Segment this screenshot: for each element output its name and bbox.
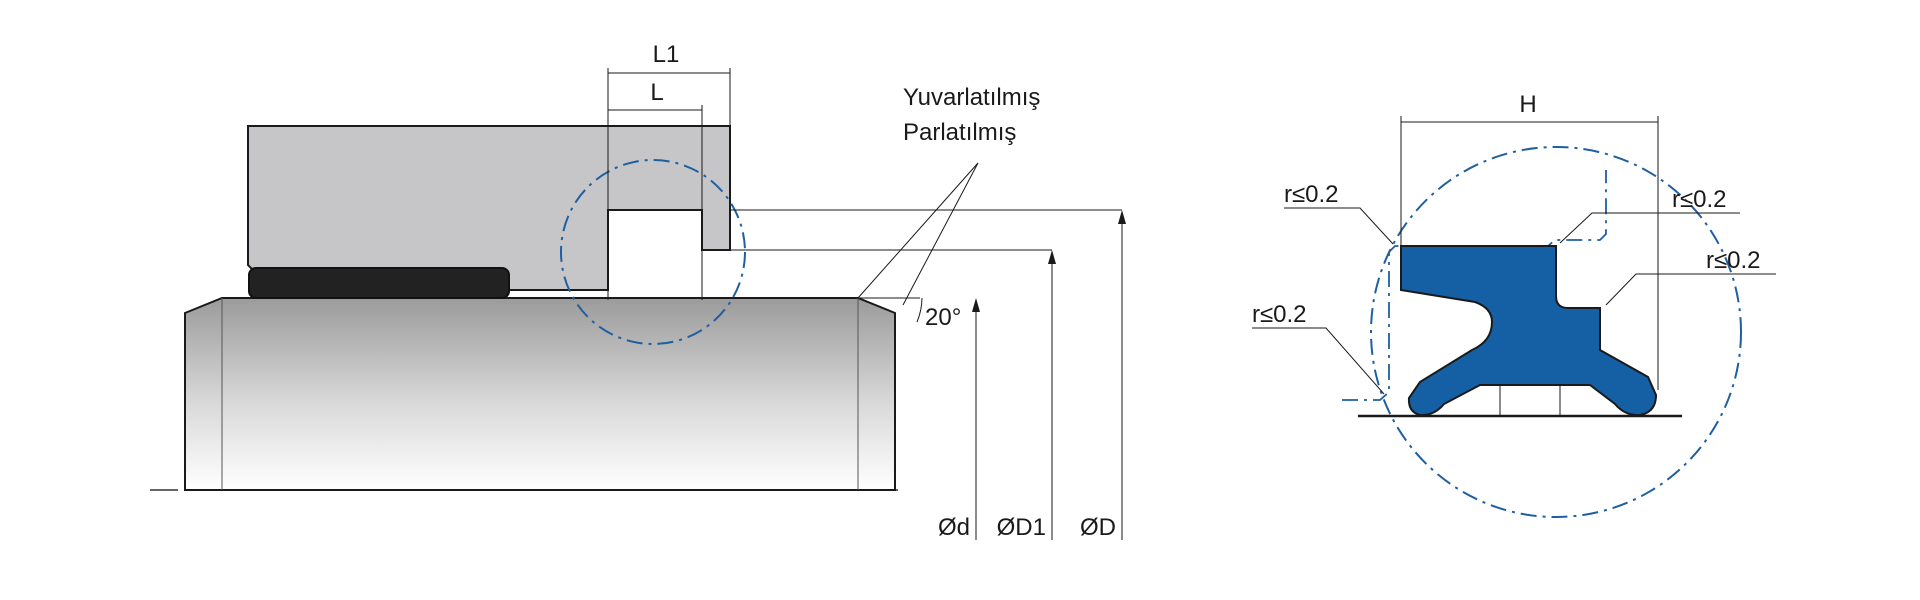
- d-arrow: [972, 298, 980, 312]
- rod-body: [184, 297, 896, 491]
- od1-arrow: [1048, 250, 1056, 264]
- note-leader-1: [857, 162, 979, 299]
- note-rounded-label: Yuvarlatılmış: [903, 84, 1040, 111]
- dimension-l-label: L: [650, 79, 663, 106]
- angle-label: 20°: [925, 304, 961, 331]
- od-arrow: [1118, 210, 1126, 224]
- dimension-h-label: H: [1519, 91, 1536, 118]
- dia-d-outer-label: ØD: [1080, 514, 1116, 541]
- oring-strip: [248, 267, 510, 299]
- radius-right-label: r≤0.2: [1706, 247, 1761, 274]
- angle-arc: [916, 297, 923, 323]
- seal-profile-drawing: H r≤0.2 r≤0.2 r≤0.2 r≤0.2: [1252, 91, 1776, 518]
- detail-circle-right: [1370, 146, 1742, 518]
- dia-d-label: Ød: [938, 514, 970, 541]
- note-leader-2: [902, 162, 979, 306]
- seal-profile: [1400, 245, 1658, 417]
- dimension-l1-label: L1: [653, 41, 680, 68]
- radius-left-leader: [1252, 327, 1385, 395]
- radius-right-leader: [1605, 273, 1776, 306]
- radius-top-right-label: r≤0.2: [1672, 186, 1727, 213]
- dia-d1-label: ØD1: [997, 514, 1046, 541]
- detail-circle-left: [560, 159, 746, 345]
- groove-outline: [1342, 170, 1607, 401]
- housing-section-drawing: L1 L Yuvarlatılmış Parlatılmış 20° Ød ØD…: [150, 41, 1126, 541]
- radius-top-left-label: r≤0.2: [1284, 181, 1339, 208]
- note-polished-label: Parlatılmış: [903, 119, 1016, 146]
- radius-top-right-leader: [1559, 212, 1740, 244]
- housing-body: [247, 125, 731, 291]
- radius-left-label: r≤0.2: [1252, 301, 1307, 328]
- radius-top-left-leader: [1284, 207, 1394, 245]
